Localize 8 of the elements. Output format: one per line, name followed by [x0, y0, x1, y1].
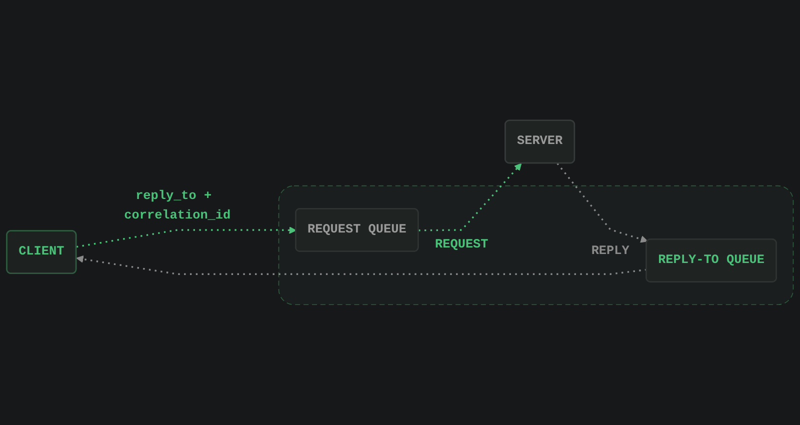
cluster: [278, 185, 794, 306]
edge-label: reply_to + correlation_id: [124, 189, 231, 222]
edge-label: REPLY: [591, 244, 630, 258]
arrow: [76, 255, 647, 275]
arrow: [418, 163, 522, 232]
edge-label: REQUEST: [435, 237, 488, 252]
arrow: [76, 226, 296, 248]
arrow: [556, 162, 648, 243]
